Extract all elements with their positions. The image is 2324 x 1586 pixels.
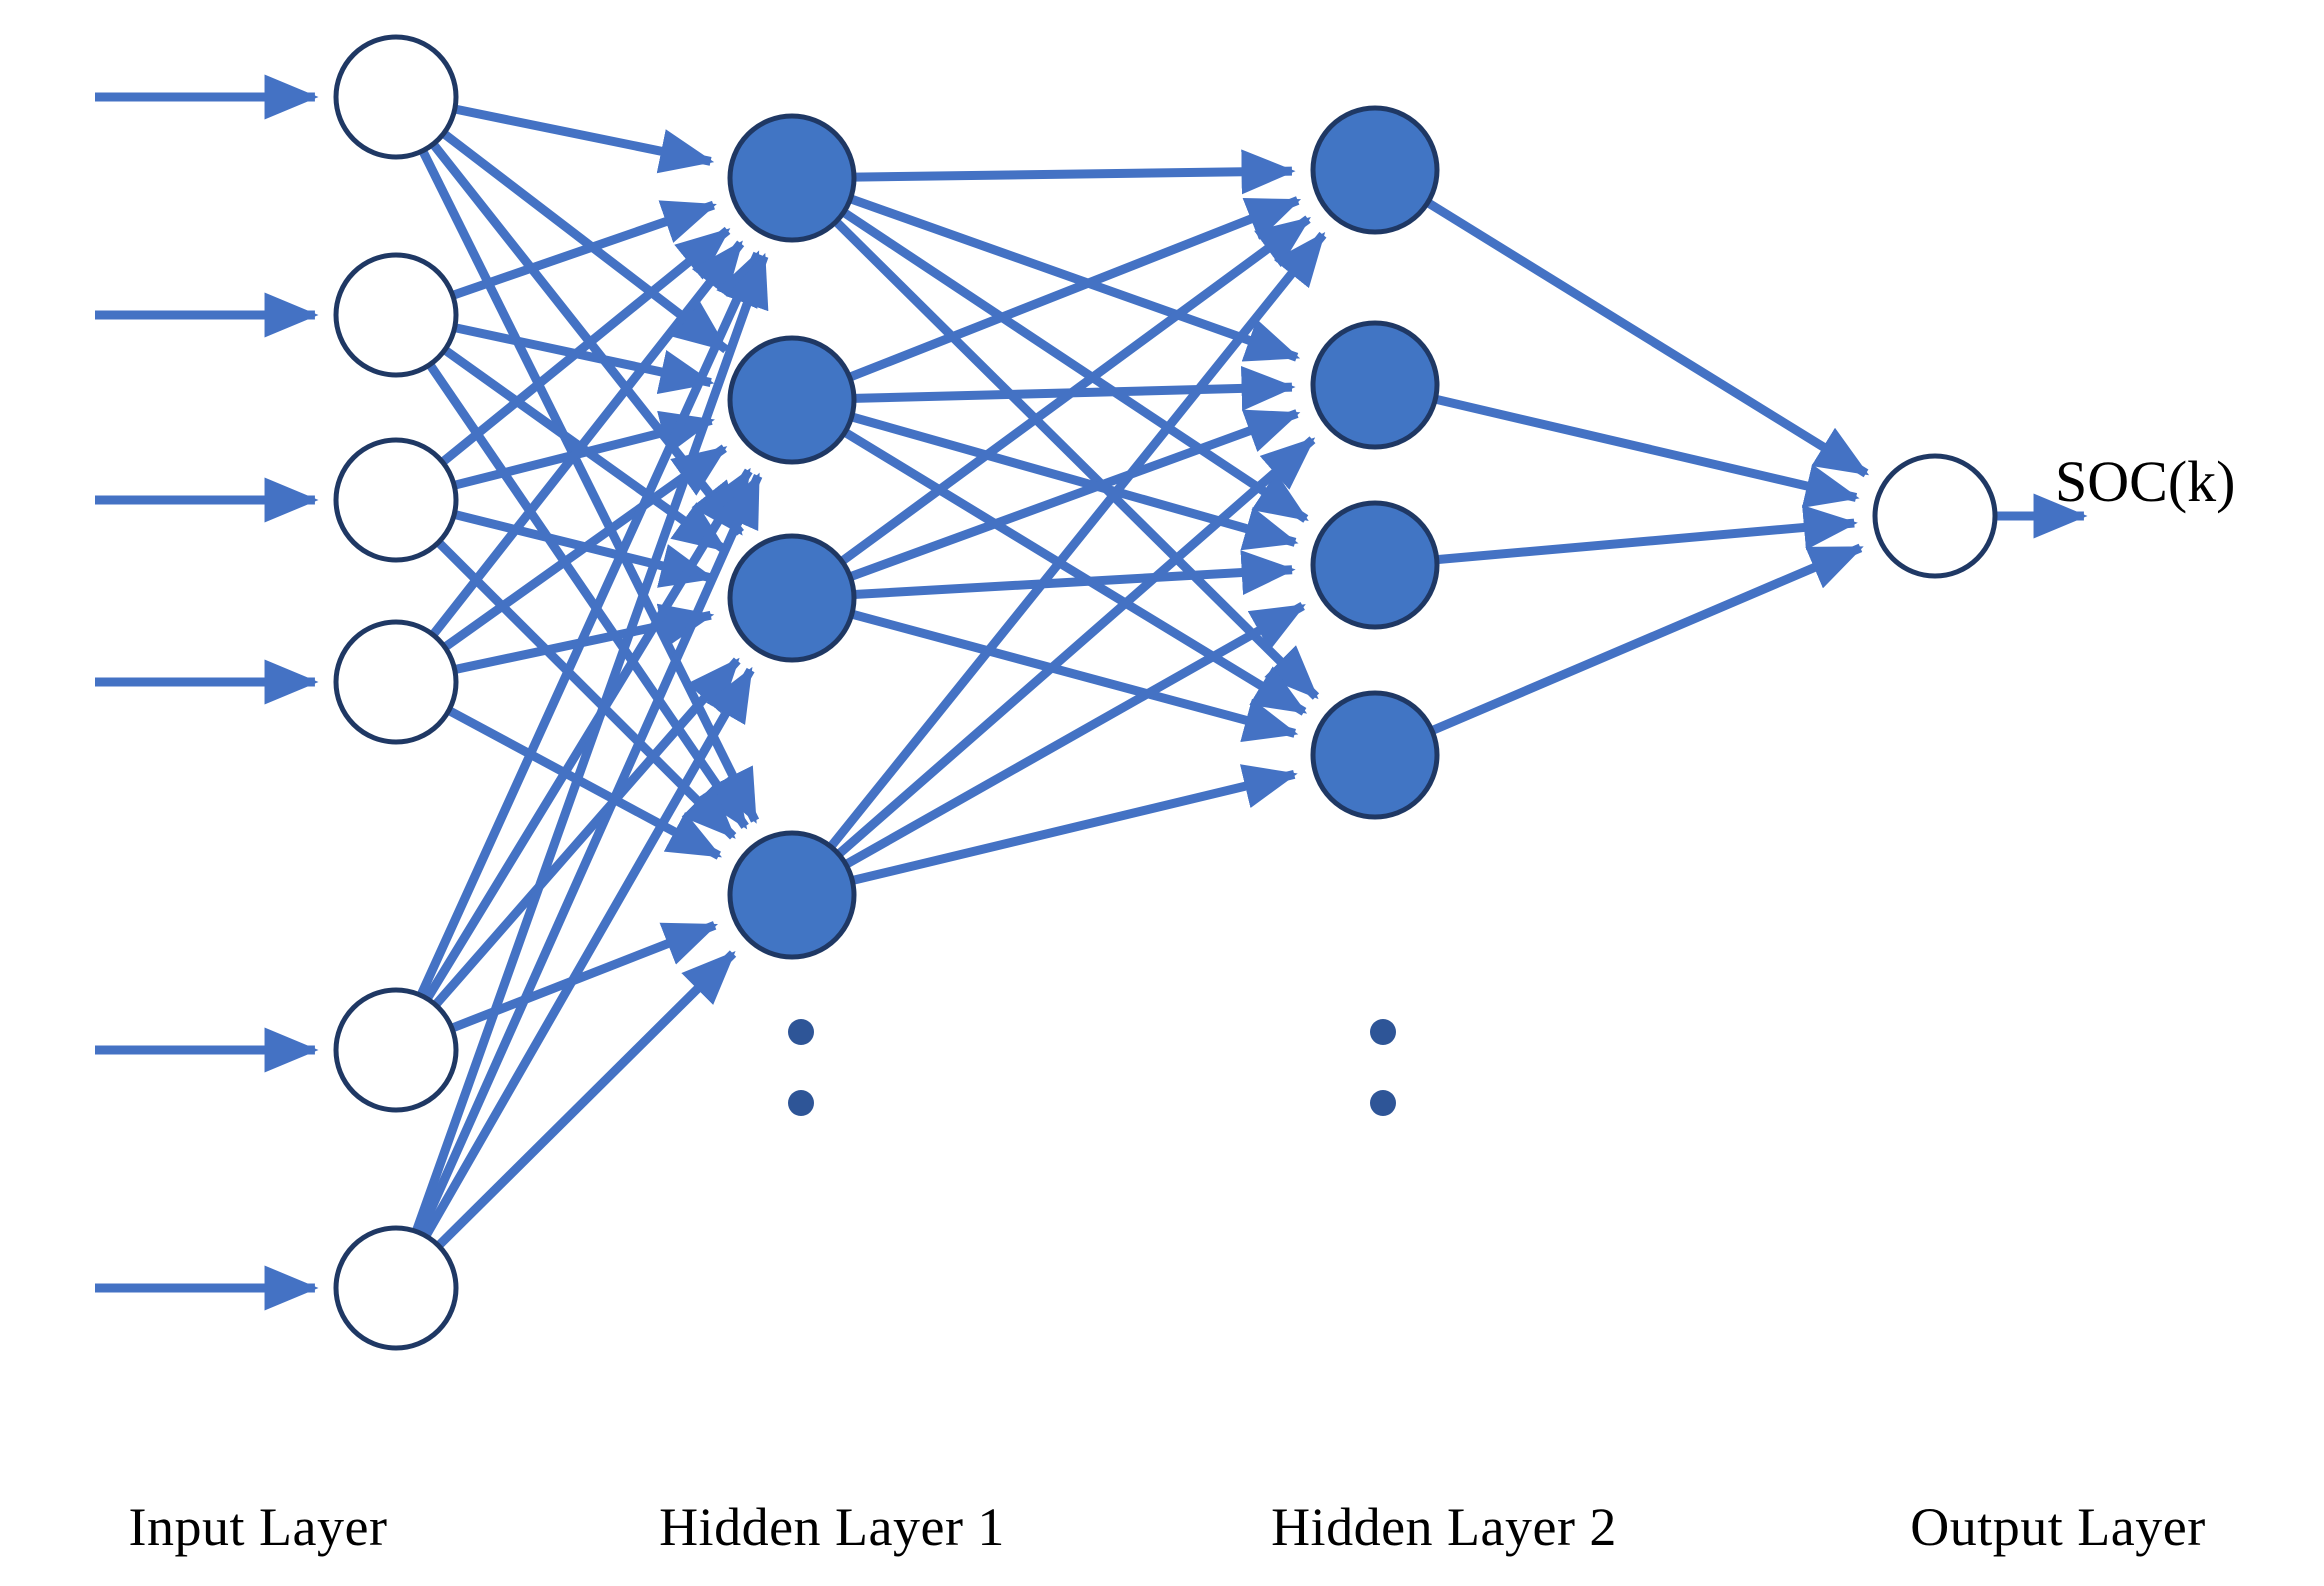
edge-hidden1-hidden2-0-3 (832, 218, 1320, 700)
node-input-0[interactable] (333, 34, 459, 160)
edge-input-hidden1-0-0 (453, 104, 715, 174)
layer-label-hidden-1: Hidden Layer 1 (659, 1497, 1005, 1557)
edge-input-hidden1-5-1 (416, 472, 763, 1236)
node-input-1[interactable] (333, 252, 459, 378)
output-signal-label: SOC(k) (2055, 449, 2236, 514)
edge-hidden1-hidden2-2-1 (848, 409, 1301, 581)
edge-input-hidden1-5-2 (421, 666, 755, 1239)
edge-hidden1-hidden2-3-2 (843, 602, 1306, 869)
edge-input-hidden1-1-0 (451, 200, 717, 300)
edge-hidden1-hidden2-3-3 (851, 764, 1298, 885)
edge-hidden2-output-0-0 (1425, 198, 1870, 478)
node-output-0[interactable] (1872, 453, 1998, 579)
edge-hidden2-output-2-0 (1436, 505, 1858, 565)
node-input-2[interactable] (333, 437, 459, 563)
edge-hidden1-hidden2-3-0 (827, 231, 1327, 850)
edge-hidden1-hidden2-2-2 (853, 550, 1296, 599)
edge-input-hidden1-5-3 (435, 950, 737, 1249)
edge-input-hidden1-1-1 (453, 323, 715, 394)
edge-input-hidden1-0-1 (440, 129, 729, 354)
edge-input-hidden1-4-2 (432, 657, 741, 1008)
edge-hidden1-hidden2-0-2 (841, 208, 1309, 523)
node-input-5[interactable] (333, 1225, 459, 1351)
edge-hidden2-output-1-0 (1434, 394, 1860, 508)
nodes-group (333, 34, 1998, 1351)
edge-input-hidden1-2-0 (439, 226, 731, 466)
edge-input-hidden1-4-1 (423, 467, 753, 1002)
edge-input-hidden1-3-3 (446, 706, 723, 860)
node-hidden1-2[interactable] (727, 533, 857, 663)
layer-label-input: Input Layer (128, 1497, 388, 1557)
edge-hidden1-hidden2-1-3 (842, 428, 1308, 716)
edge-hidden2-output-3-0 (1430, 543, 1864, 735)
layer-label-hidden-2: Hidden Layer 2 (1271, 1497, 1617, 1557)
edge-hidden1-hidden2-3-1 (835, 436, 1316, 858)
edge-input-hidden1-1-3 (426, 362, 749, 830)
node-hidden2-0[interactable] (1310, 105, 1440, 235)
edge-hidden1-hidden2-2-0 (839, 215, 1311, 565)
node-hidden2-2[interactable] (1310, 500, 1440, 630)
edge-hidden1-hidden2-2-3 (850, 609, 1299, 743)
layer-label-output: Output Layer (1910, 1497, 2206, 1557)
ellipsis-dot-hidden2-1 (1370, 1090, 1396, 1116)
ellipsis-dot-hidden1-0 (788, 1019, 814, 1045)
node-hidden1-1[interactable] (727, 335, 857, 465)
edge-input-hidden1-3-1 (442, 444, 728, 651)
node-hidden1-3[interactable] (727, 830, 857, 960)
ellipsis-group (788, 1019, 1396, 1116)
ellipsis-dot-hidden1-1 (788, 1090, 814, 1116)
edge-input-hidden1-5-0 (411, 252, 769, 1234)
edge-input-hidden1-4-0 (416, 250, 762, 998)
node-input-4[interactable] (333, 987, 459, 1113)
node-hidden2-3[interactable] (1310, 690, 1440, 820)
ellipsis-dot-hidden2-0 (1370, 1019, 1396, 1045)
node-hidden1-0[interactable] (727, 113, 857, 243)
edge-hidden1-hidden2-1-0 (848, 196, 1302, 382)
edge-input-hidden1-2-1 (453, 410, 715, 490)
node-input-3[interactable] (333, 619, 459, 745)
edge-input-hidden1-3-0 (429, 240, 745, 638)
edge-hidden1-hidden2-0-1 (848, 194, 1301, 362)
edges-group (95, 74, 2088, 1311)
edge-hidden1-hidden2-0-0 (853, 149, 1296, 195)
node-hidden2-1[interactable] (1310, 320, 1440, 450)
